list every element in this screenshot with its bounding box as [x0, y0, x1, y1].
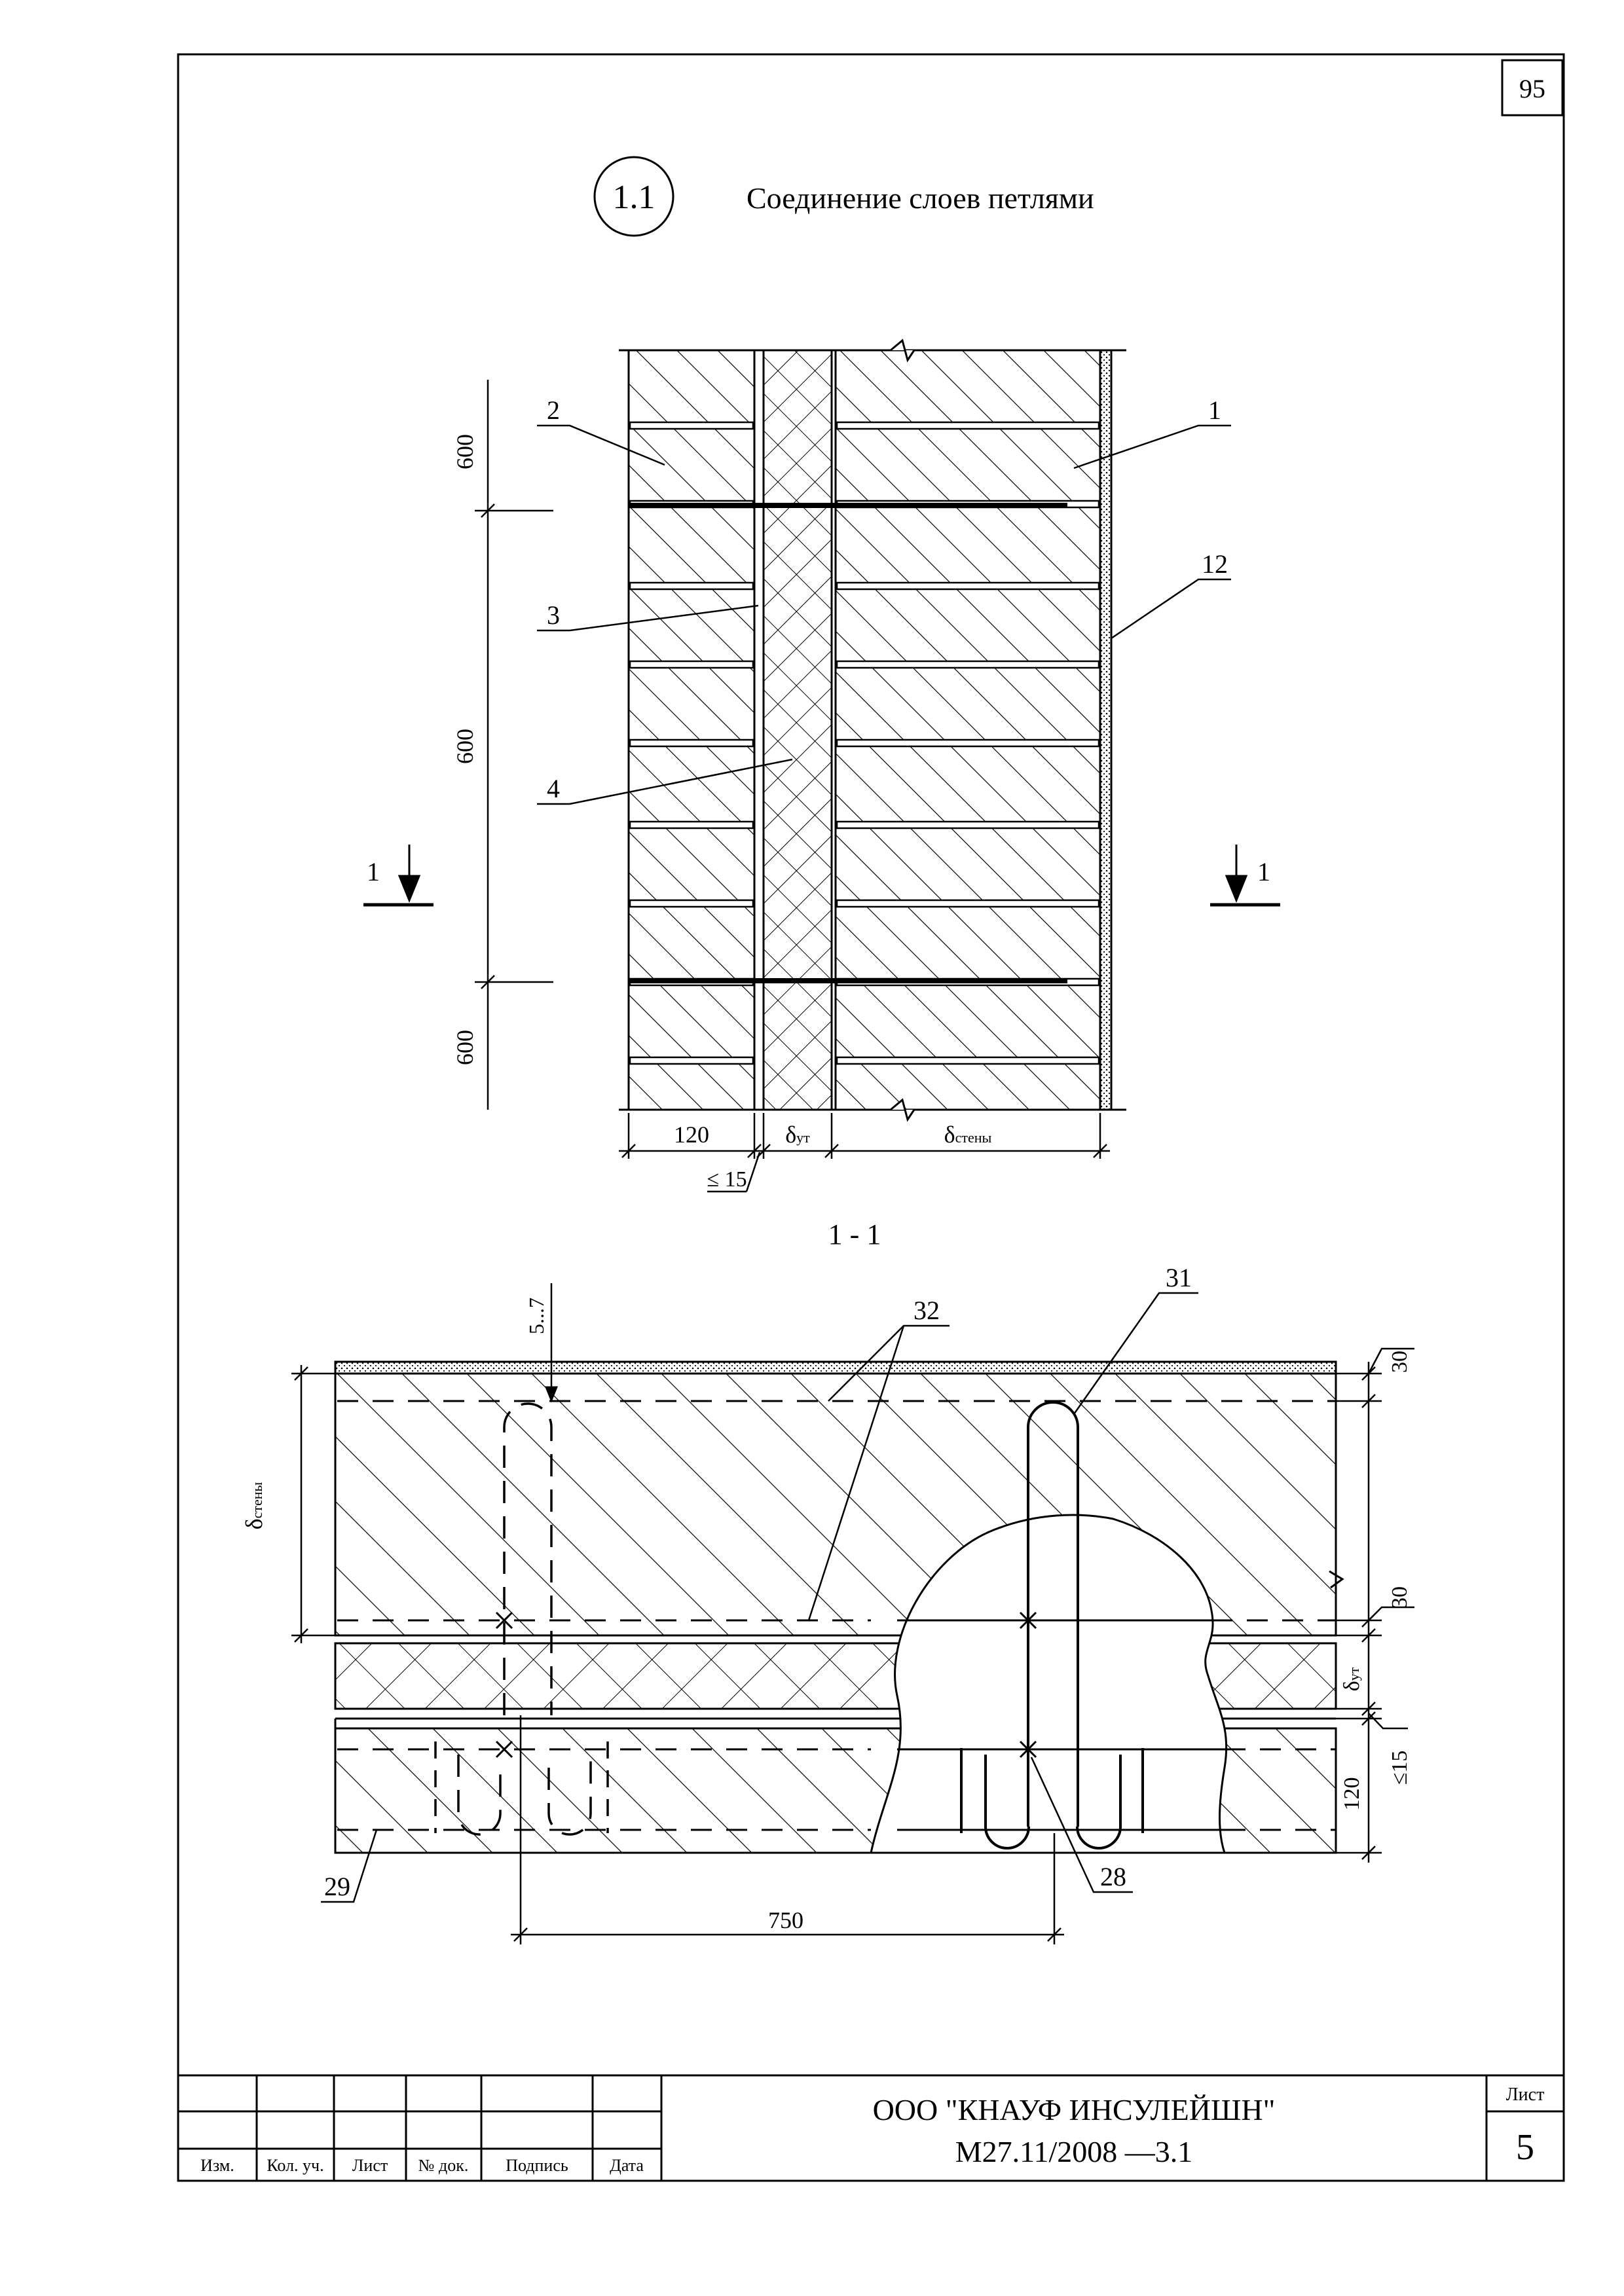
break-mark-bottom	[890, 1098, 915, 1122]
dim-insulation: δут	[1340, 1667, 1364, 1691]
callout-32: 32	[913, 1296, 940, 1325]
tie-loop-right	[960, 1401, 1144, 1850]
callout-2: 2	[547, 395, 560, 425]
callout-4: 4	[547, 774, 560, 803]
tie-cross-right	[1019, 1611, 1037, 1758]
tb-header-sign: Подпись	[506, 2156, 568, 2175]
callout-28: 28	[1100, 1862, 1126, 1891]
tie-cross-left	[495, 1611, 513, 1758]
sheet-frame	[177, 53, 1565, 2182]
dim-hook: 5...7	[525, 1298, 548, 1334]
callout-31: 31	[1166, 1263, 1192, 1292]
tb-header-kol: Кол. уч.	[267, 2156, 323, 2175]
tie-loop-left	[434, 1402, 609, 1836]
dim-wall: δстены	[944, 1121, 992, 1148]
page-number-box: 95	[1501, 59, 1564, 117]
brick-leaf	[627, 349, 756, 1111]
callout-12: 12	[1202, 549, 1228, 579]
detail-marker: 1.1	[593, 156, 674, 237]
dim-600-middle: 600	[452, 729, 478, 764]
dim-brick-120: 120	[674, 1121, 709, 1148]
section-callout-leaders	[321, 1292, 1198, 1903]
dim-spacing-750: 750	[768, 1907, 803, 1933]
section-marker-left	[363, 845, 434, 907]
section-dim-right	[1336, 1347, 1414, 1863]
tb-header-list: Лист	[352, 2156, 388, 2175]
section-dim-wall: δстены	[241, 1482, 267, 1529]
section-marker-right	[1210, 845, 1280, 907]
callout-3: 3	[547, 600, 560, 630]
dim-inner-30: 30	[1388, 1586, 1412, 1609]
section-title: 1 - 1	[828, 1218, 881, 1250]
tb-code: М27.11/2008 —3.1	[955, 2135, 1192, 2168]
air-gap	[753, 349, 765, 1111]
dim-gap-15: ≤15	[1388, 1751, 1412, 1785]
callout-29: 29	[324, 1872, 350, 1901]
tb-company: ООО "КНАУФ ИНСУЛЕЙШН"	[873, 2093, 1276, 2126]
dim-insulation: δут	[785, 1121, 810, 1148]
tb-header-date: Дата	[610, 2156, 644, 2175]
callout-1: 1	[1208, 395, 1221, 425]
spacing-dim	[511, 1715, 1064, 1944]
dim-plaster-30: 30	[1388, 1351, 1412, 1373]
bed-joint-reinforcement	[337, 1400, 1336, 1831]
dim-600-top: 600	[452, 434, 478, 469]
section-break-right	[1329, 1570, 1344, 1589]
visible-reinforcement	[897, 1619, 1225, 1831]
callout-leaders	[537, 424, 1231, 805]
section-mark-left: 1	[367, 857, 380, 886]
page-number: 95	[1519, 74, 1545, 103]
break-mark-top	[890, 338, 915, 363]
section-mark-right: 1	[1257, 857, 1270, 886]
dim-600-bottom: 600	[452, 1030, 478, 1065]
tb-header-doc: № док.	[418, 2156, 469, 2175]
section-plaster	[334, 1360, 1337, 1375]
cutaway-opening	[870, 1514, 1228, 1854]
title-block	[178, 2074, 1564, 2181]
section-dim-left	[291, 1365, 335, 1643]
dim-brick-120: 120	[1340, 1777, 1364, 1811]
dimension-chain-left	[475, 380, 553, 1110]
section-view: δстены 5...7 30 30	[241, 1263, 1414, 1944]
elevation-view: 600 600 600 120 δут δстены ≤ 15	[363, 338, 1280, 1193]
tb-sheet-number: 5	[1516, 2127, 1534, 2168]
detail-number: 1.1	[613, 179, 655, 216]
detail-title: Соединение слоев петлями	[747, 181, 1094, 215]
dimension-chain-bottom	[619, 1113, 1110, 1193]
plaster-layer	[1099, 349, 1113, 1111]
tb-header-izm: Изм.	[200, 2156, 234, 2175]
tb-sheet-label: Лист	[1506, 2085, 1545, 2105]
dim-gap: ≤ 15	[707, 1167, 747, 1192]
insulation-layer	[762, 349, 833, 1111]
inner-wall	[834, 349, 1101, 1111]
